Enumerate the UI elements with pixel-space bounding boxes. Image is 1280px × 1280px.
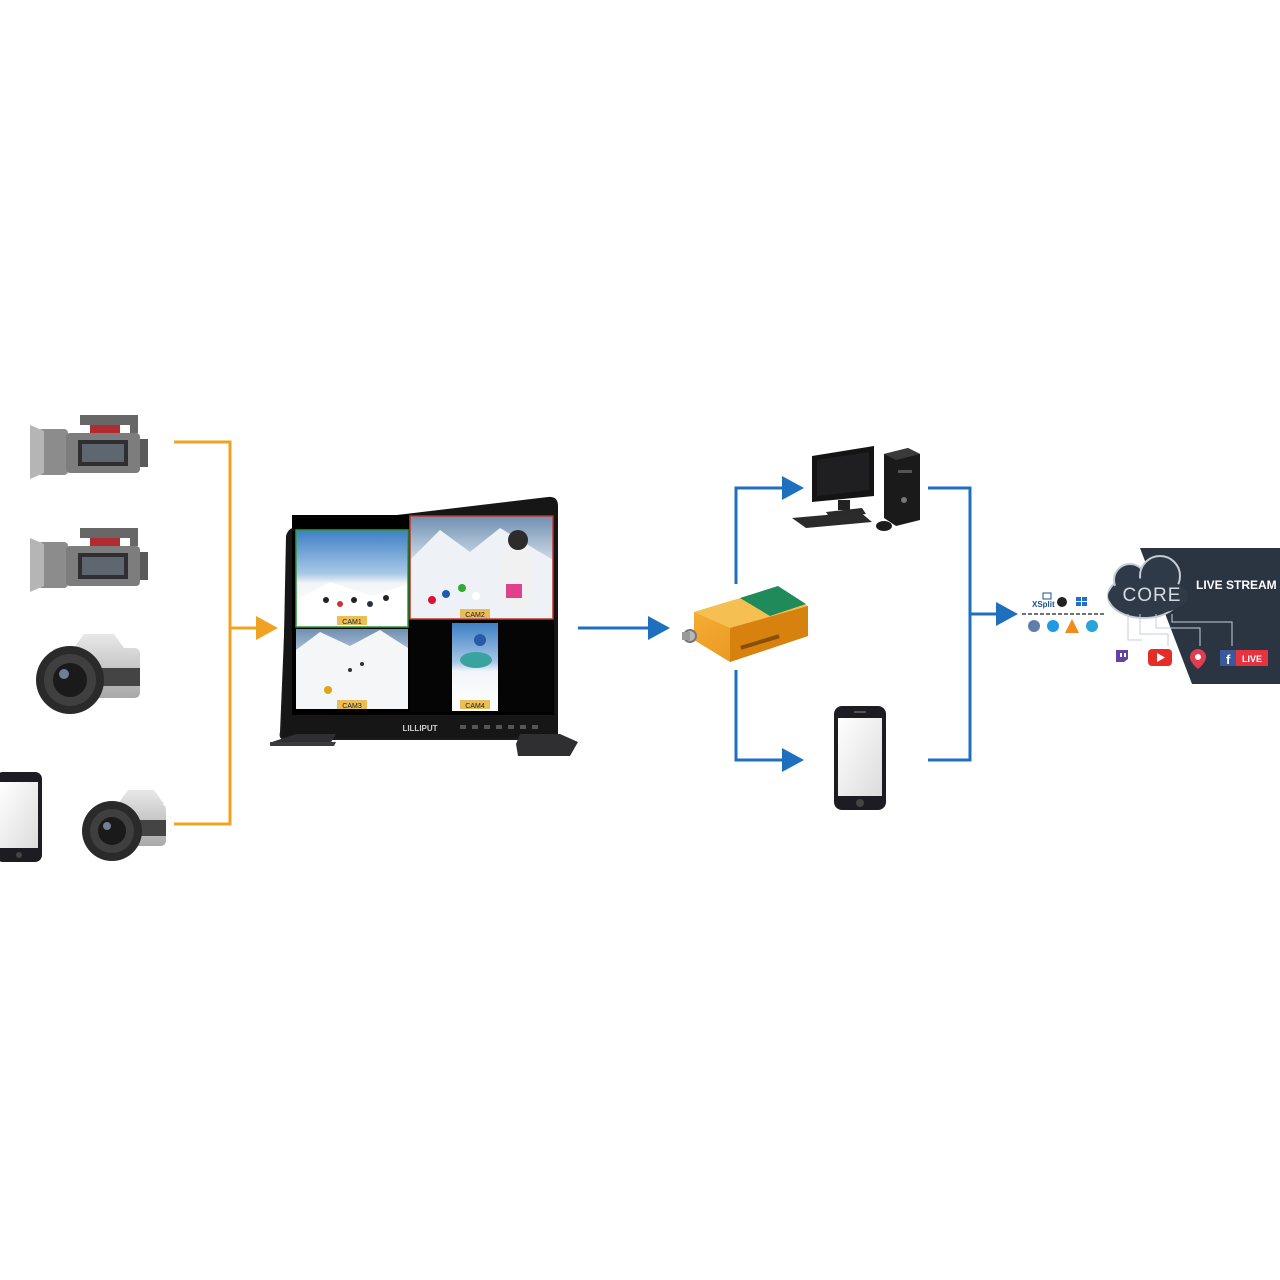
dslr-camera-icon: [82, 790, 166, 861]
output-arrow-head: [648, 616, 670, 640]
fb-live-label: LIVE: [1242, 654, 1262, 664]
cam-label: CAM2: [465, 612, 485, 619]
circuit-lines: [1127, 614, 1233, 646]
monitor-buttons: [460, 725, 538, 729]
stream-connectors: [928, 486, 1018, 762]
svg-text:f: f: [1226, 652, 1231, 667]
destination-connectors: [734, 476, 804, 772]
output-arrow-head: [996, 602, 1018, 626]
twitch-icon: [1114, 648, 1130, 664]
live-stream-title: LIVE STREAM: [1196, 578, 1277, 592]
smartphone-icon: [834, 706, 886, 810]
facebook-live-icon: f LIVE: [1220, 650, 1268, 667]
cam-label: CAM1: [342, 619, 362, 626]
vlc-icon: [1065, 619, 1079, 633]
cloud-text: CORE: [1123, 585, 1182, 606]
desktop-pc-icon: [792, 446, 920, 531]
windows-icon: [1076, 597, 1087, 606]
usb-capture-box-icon: [682, 586, 808, 662]
quad-view-monitor: CAM1 CAM2 CAM3: [270, 496, 578, 756]
xsplit-label: XSplit: [1032, 600, 1055, 609]
cam-label: CAM3: [342, 703, 362, 710]
camcorder-icon: [30, 528, 148, 592]
output-arrow-head: [782, 476, 804, 500]
quadrant-cam3: CAM3: [296, 629, 408, 710]
input-arrow-head: [256, 616, 278, 640]
input-connectors: [174, 440, 278, 826]
vimeo-icon: [1028, 620, 1040, 632]
output-arrow-head: [782, 748, 804, 772]
camcorder-icon: [30, 415, 148, 479]
dslr-camera-icon: [36, 634, 140, 714]
youtube-icon: [1148, 649, 1172, 666]
smartphone-icon: [0, 772, 42, 862]
periscope-icon: [1190, 649, 1206, 669]
output-connector: [578, 616, 670, 640]
cam-label: CAM4: [465, 703, 485, 710]
cloud-icon: [1107, 555, 1188, 619]
quadrant-cam4: CAM4: [410, 621, 553, 712]
live-stream-banner: CORE LIVE STREAM f LIVE: [1107, 548, 1280, 684]
quadrant-cam2: CAM2: [409, 515, 554, 620]
streaming-software-panel: XSplit: [1022, 592, 1104, 633]
obs-icon: [1057, 597, 1067, 607]
quicktime-icon: [1086, 620, 1098, 632]
quadrant-cam1: CAM1: [295, 529, 409, 628]
skype-icon: [1047, 620, 1059, 632]
monitor-brand: LILLIPUT: [402, 724, 437, 733]
